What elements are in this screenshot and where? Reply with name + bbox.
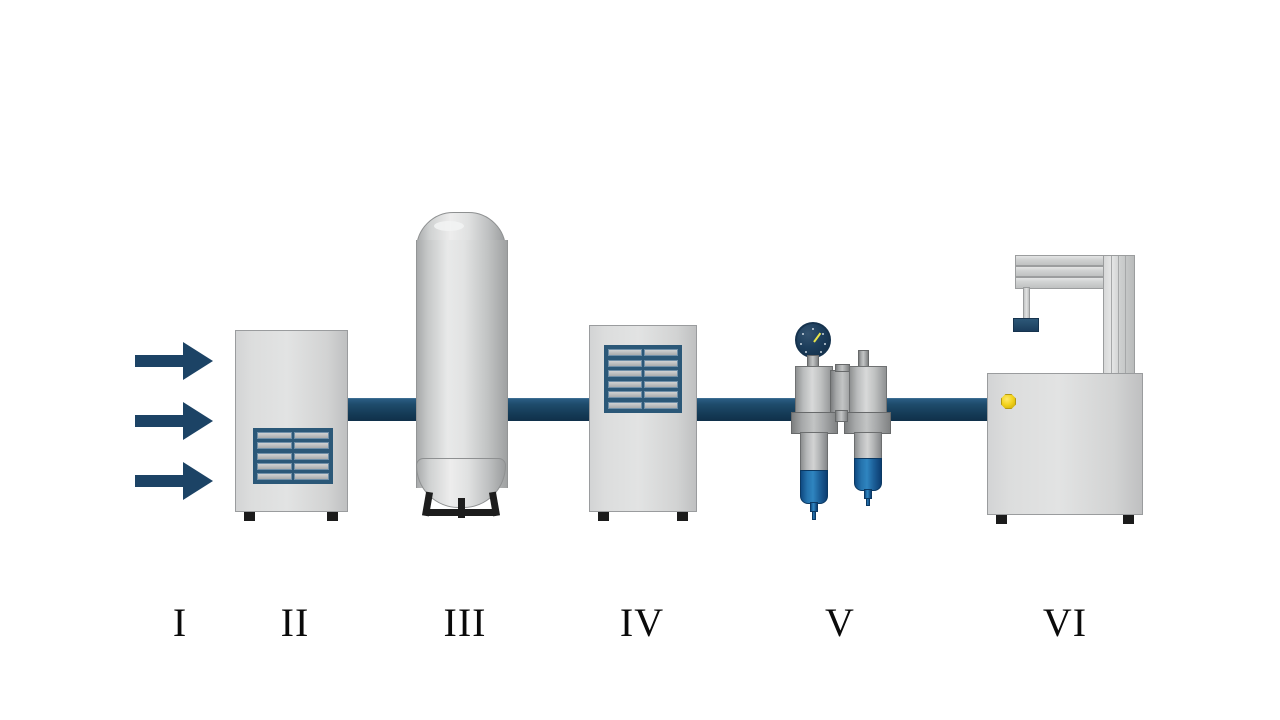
air-inlet-port bbox=[1001, 394, 1016, 409]
right-filter-head bbox=[849, 366, 887, 418]
tank-base-rail bbox=[426, 509, 496, 516]
grille-slat bbox=[294, 432, 329, 439]
stage-label-v: V bbox=[825, 600, 855, 645]
grille-slat bbox=[644, 380, 678, 388]
pressure-gauge bbox=[795, 322, 831, 358]
gauge-tick bbox=[802, 333, 804, 335]
grille-row bbox=[608, 359, 678, 367]
air-receiver-tank bbox=[412, 212, 512, 522]
gantry-column bbox=[1103, 255, 1135, 380]
right-filter-bowl-fluid bbox=[854, 458, 882, 491]
cabinet-foot bbox=[1123, 515, 1134, 524]
grille-row bbox=[257, 432, 329, 439]
gauge-tick bbox=[820, 351, 822, 353]
gauge-tick bbox=[800, 343, 802, 345]
tank-leg bbox=[458, 498, 465, 518]
column-line bbox=[1125, 256, 1126, 379]
grille-row bbox=[608, 349, 678, 356]
left-filter-bowl-top bbox=[800, 432, 828, 472]
arrow-head bbox=[183, 462, 213, 500]
gauge-tick bbox=[812, 328, 814, 330]
grille-slat bbox=[608, 359, 642, 367]
grille-slat bbox=[644, 401, 678, 409]
stage-label-iv: IV bbox=[619, 600, 665, 645]
arrow-head bbox=[183, 402, 213, 440]
gauge-tick bbox=[805, 351, 807, 353]
dryer-vent-grille bbox=[604, 345, 682, 413]
grille-slat bbox=[257, 452, 292, 460]
grille-slat bbox=[644, 370, 678, 378]
cabinet-foot bbox=[996, 515, 1007, 524]
grille-row bbox=[257, 462, 329, 470]
gauge-tick bbox=[822, 333, 824, 335]
filter-regulator-assembly bbox=[782, 322, 900, 522]
arrow-shaft bbox=[135, 355, 187, 367]
grille-slat bbox=[294, 452, 329, 460]
left-filter-bowl-fluid bbox=[800, 470, 828, 504]
grille-slat bbox=[257, 442, 292, 450]
compressor-vent-grille bbox=[253, 428, 333, 484]
air-compressor bbox=[235, 330, 350, 522]
right-bowl-drain-tip bbox=[866, 498, 870, 506]
grille-slat bbox=[294, 442, 329, 450]
grille-slat bbox=[644, 349, 678, 356]
grille-slat bbox=[608, 380, 642, 388]
cabinet-foot bbox=[598, 512, 609, 521]
stage-label-iii: III bbox=[443, 600, 487, 645]
gauge-tick bbox=[824, 343, 826, 345]
compressor-body bbox=[235, 330, 348, 512]
cabinet-foot bbox=[677, 512, 688, 521]
air-dryer bbox=[589, 325, 699, 522]
stage-label-ii: II bbox=[280, 600, 310, 645]
grille-slat bbox=[257, 432, 292, 439]
grille-row bbox=[257, 452, 329, 460]
column-line bbox=[1118, 256, 1119, 379]
grille-row bbox=[608, 401, 678, 409]
grille-slat bbox=[257, 473, 292, 480]
gantry-rod bbox=[1023, 287, 1030, 321]
grille-slat bbox=[608, 349, 642, 356]
right-filter-bowl-top bbox=[854, 432, 882, 460]
grille-row bbox=[257, 473, 329, 480]
grille-row bbox=[608, 391, 678, 399]
grille-row bbox=[257, 442, 329, 450]
grille-slat bbox=[644, 359, 678, 367]
stage-label-vi: VI bbox=[1042, 600, 1088, 645]
gauge-needle bbox=[813, 332, 822, 343]
point-of-use-machine bbox=[985, 255, 1160, 525]
manifold-bridge bbox=[835, 410, 848, 422]
grille-slat bbox=[608, 370, 642, 378]
column-line bbox=[1111, 256, 1112, 379]
left-filter-head bbox=[795, 366, 833, 418]
lower-manifold-right bbox=[844, 412, 891, 434]
stage-label-i: I bbox=[172, 600, 188, 645]
left-bowl-drain-tip bbox=[812, 511, 816, 520]
grille-slat bbox=[294, 462, 329, 470]
cabinet-foot bbox=[244, 512, 255, 521]
arrow-shaft bbox=[135, 415, 187, 427]
tank-highlight bbox=[434, 221, 464, 231]
gantry-end-effector bbox=[1013, 318, 1039, 332]
intake-air-arrows bbox=[135, 330, 225, 500]
grille-slat bbox=[294, 473, 329, 480]
grille-slat bbox=[608, 391, 642, 399]
arrow-shaft bbox=[135, 475, 187, 487]
lower-manifold-left bbox=[791, 412, 838, 434]
cabinet-foot bbox=[327, 512, 338, 521]
manifold-cap bbox=[835, 364, 850, 372]
grille-row bbox=[608, 370, 678, 378]
tank-shell bbox=[416, 240, 508, 488]
arrow-head bbox=[183, 342, 213, 380]
grille-slat bbox=[257, 462, 292, 470]
grille-slat bbox=[644, 391, 678, 399]
grille-slat bbox=[608, 401, 642, 409]
grille-row bbox=[608, 380, 678, 388]
